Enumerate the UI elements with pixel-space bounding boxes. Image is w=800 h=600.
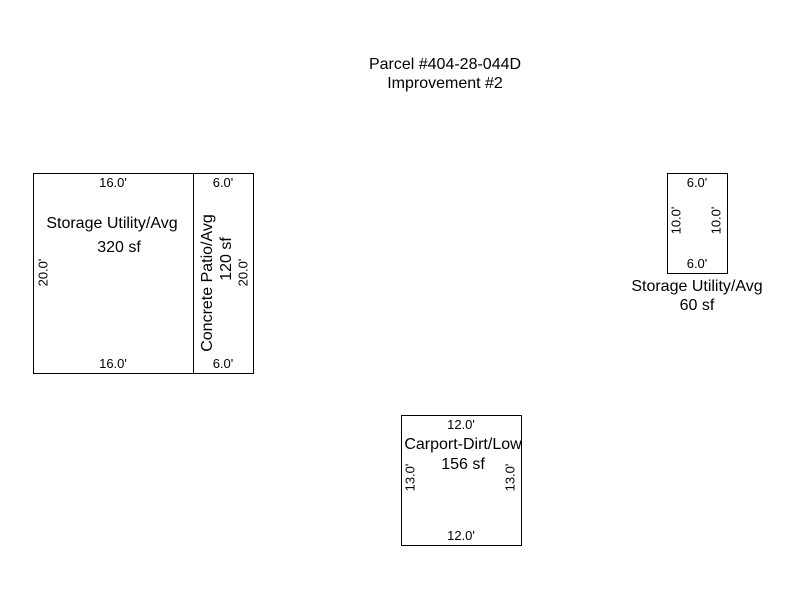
storage-small-area: 60 sf xyxy=(679,297,715,314)
storage-utility-small-outline xyxy=(667,173,728,274)
storage-main-name: Storage Utility/Avg xyxy=(46,215,178,232)
carport-top-dimension: 12.0' xyxy=(447,417,475,432)
carport-bottom-dimension: 12.0' xyxy=(447,528,475,543)
patio-right-dimension: 20.0' xyxy=(235,258,251,287)
storage-small-left-dimension: 10.0' xyxy=(668,206,684,235)
carport-area: 156 sf xyxy=(441,456,485,473)
storage-small-name: Storage Utility/Avg xyxy=(631,278,763,295)
patio-top-dimension: 6.0' xyxy=(212,175,234,190)
storage-main-area: 320 sf xyxy=(97,239,141,256)
patio-area: 120 sf xyxy=(218,237,235,281)
storage-main-bottom-dimension: 16.0' xyxy=(99,356,127,371)
storage-small-right-dimension: 10.0' xyxy=(708,206,724,235)
carport-name: Carport-Dirt/Low xyxy=(404,436,522,453)
concrete-patio-outline xyxy=(193,173,254,374)
patio-name: Concrete Patio/Avg xyxy=(199,214,216,352)
storage-utility-main-outline xyxy=(33,173,194,374)
storage-main-top-dimension: 16.0' xyxy=(99,175,127,190)
carport-outline xyxy=(401,415,522,546)
storage-small-bottom-dimension: 6.0' xyxy=(686,256,708,271)
patio-bottom-dimension: 6.0' xyxy=(212,356,234,371)
storage-small-top-dimension: 6.0' xyxy=(686,175,708,190)
parcel-number: Parcel #404-28-044D xyxy=(368,56,522,73)
improvement-number: Improvement #2 xyxy=(387,75,503,92)
